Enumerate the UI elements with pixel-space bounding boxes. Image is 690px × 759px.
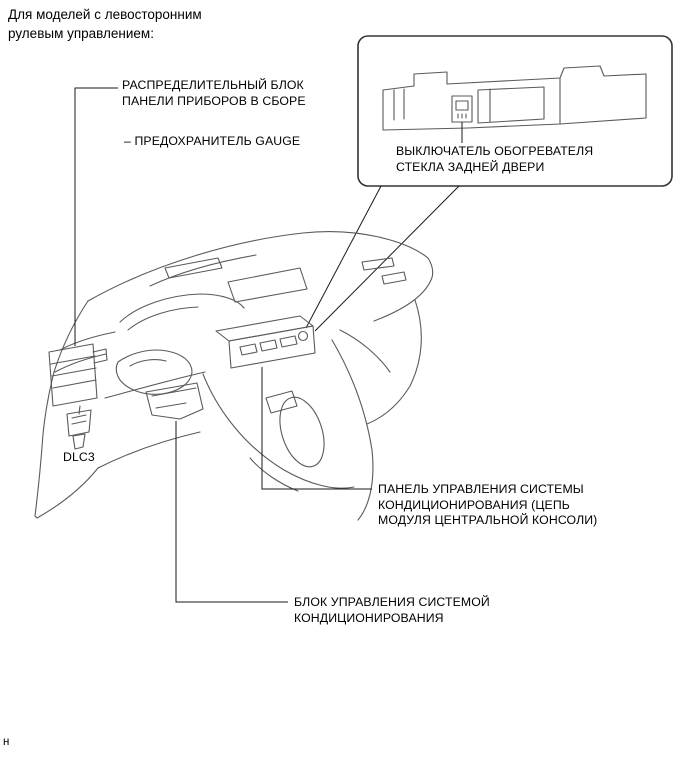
ac-control-panel-leader-line [261, 367, 372, 490]
ac-control-panel-label-line-1: ПАНЕЛЬ УПРАВЛЕНИЯ СИСТЕМЫ [378, 482, 584, 496]
gauge-fuse-label-text: – ПРЕДОХРАНИТЕЛЬ GAUGE [124, 134, 301, 148]
ac-control-panel-label-line-3: МОДУЛЯ ЦЕНТРАЛЬНОЙ КОНСОЛИ) [378, 513, 598, 527]
defogger-switch-label-line-2: СТЕКЛА ЗАДНЕЙ ДВЕРИ [396, 159, 545, 174]
junction-block-label-line-1: РАСПРЕДЕЛИТЕЛЬНЫЙ БЛОК [122, 78, 304, 92]
page-footnote: н [3, 736, 9, 748]
ac-control-unit-label: БЛОК УПРАВЛЕНИЯ СИСТЕМОЙ КОНДИЦИОНИРОВАН… [294, 595, 490, 626]
ac-control-panel-label-line-2: КОНДИЦИОНИРОВАНИЯ (ЦЕПЬ [378, 497, 570, 512]
intro-line-1: Для моделей с левосторонним [8, 7, 202, 22]
junction-block-label: РАСПРЕДЕЛИТЕЛЬНЫЙ БЛОК ПАНЕЛИ ПРИБОРОВ В… [122, 78, 306, 109]
dlc3-label: DLC3 [63, 450, 95, 466]
defogger-switch-drawing [451, 95, 473, 123]
gauge-fuse-label: – ПРЕДОХРАНИТЕЛЬ GAUGE [124, 134, 300, 150]
ac-control-panel-label: ПАНЕЛЬ УПРАВЛЕНИЯ СИСТЕМЫ КОНДИЦИОНИРОВА… [378, 482, 597, 529]
page-footnote-text: н [3, 736, 10, 748]
inset-callout-line-left [305, 185, 382, 329]
intro-text: Для моделей с левосторонним рулевым упра… [8, 6, 202, 43]
junction-block-label-line-2: ПАНЕЛИ ПРИБОРОВ В СБОРЕ [122, 93, 306, 108]
ac-control-panel-drawing [215, 315, 316, 369]
ac-control-unit-leader-line [175, 421, 288, 603]
ac-control-unit-drawing [145, 382, 204, 420]
junction-block-drawing [48, 343, 108, 415]
ac-control-unit-label-line-2: КОНДИЦИОНИРОВАНИЯ [294, 610, 444, 625]
dlc3-label-text: DLC3 [63, 450, 95, 464]
defogger-switch-label: ВЫКЛЮЧАТЕЛЬ ОБОГРЕВАТЕЛЯ СТЕКЛА ЗАДНЕЙ Д… [396, 144, 593, 175]
intro-line-2: рулевым управлением: [8, 25, 154, 41]
junction-block-leader-line [74, 87, 118, 346]
ac-control-unit-label-line-1: БЛОК УПРАВЛЕНИЯ СИСТЕМОЙ [294, 595, 490, 609]
defogger-switch-label-line-1: ВЫКЛЮЧАТЕЛЬ ОБОГРЕВАТЕЛЯ [396, 144, 594, 158]
inset-panel-drawing [382, 65, 647, 131]
inset-callout-box [357, 35, 673, 187]
dlc3-connector-drawing [66, 409, 92, 450]
dashboard-drawing [34, 231, 434, 521]
